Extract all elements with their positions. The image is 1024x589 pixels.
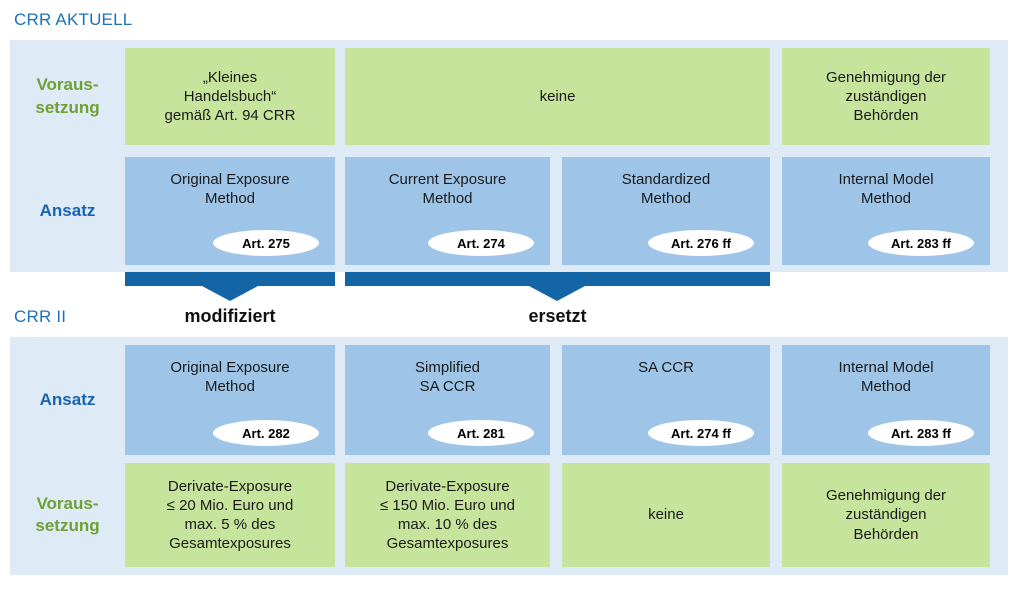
top-voraussetzung-approval: Genehmigung der zuständigen Behörden bbox=[782, 48, 990, 145]
box-text: Standardized Method bbox=[621, 171, 711, 208]
crr-ii-title: CRR II bbox=[14, 307, 67, 326]
top-ansatz-original-exposure-method: Original Exposure Method Art. 275 bbox=[125, 157, 335, 265]
box-text: „Kleines Handelsbuch“ gemäß Art. 94 CRR bbox=[164, 68, 296, 125]
article-badge: Art. 274 ff bbox=[648, 420, 754, 446]
bottom-voraussetzung-derivative-150: Derivate-Exposure ≤ 150 Mio. Euro und ma… bbox=[345, 463, 550, 567]
box-text: Original Exposure Method bbox=[170, 171, 290, 208]
box-text: Derivate-Exposure ≤ 150 Mio. Euro und ma… bbox=[380, 477, 515, 553]
crr-aktuell-panel: Voraus- setzung „Kleines Handelsbuch“ ge… bbox=[10, 40, 1008, 272]
crr-ii-panel: Ansatz Original Exposure Method Art. 282… bbox=[10, 337, 1008, 575]
arrow-down-icon bbox=[202, 286, 258, 301]
top-voraussetzung-none: keine bbox=[345, 48, 770, 145]
article-badge: Art. 283 ff bbox=[868, 230, 974, 256]
bottom-ansatz-original-exposure-method: Original Exposure Method Art. 282 bbox=[125, 345, 335, 455]
bottom-ansatz-label: Ansatz bbox=[39, 389, 96, 409]
box-text: Internal Model Method bbox=[838, 171, 934, 208]
replaced-label: ersetzt bbox=[528, 306, 587, 326]
article-badge: Art. 281 bbox=[428, 420, 534, 446]
crr-aktuell-title: CRR AKTUELL bbox=[14, 10, 133, 29]
top-ansatz-internal-model-method: Internal Model Method Art. 283 ff bbox=[782, 157, 990, 265]
box-text: Original Exposure Method bbox=[170, 359, 290, 396]
article-badge: Art. 276 ff bbox=[648, 230, 754, 256]
top-ansatz-current-exposure-method: Current Exposure Method Art. 274 bbox=[345, 157, 550, 265]
top-ansatz-label: Ansatz bbox=[39, 200, 96, 220]
box-text: Simplified SA CCR bbox=[414, 359, 481, 396]
arrow-down-icon bbox=[529, 286, 585, 301]
box-text: Current Exposure Method bbox=[388, 171, 507, 208]
box-text: Genehmigung der zuständigen Behörden bbox=[825, 487, 947, 543]
article-badge: Art. 275 bbox=[213, 230, 319, 256]
box-text: Internal Model Method bbox=[838, 359, 934, 396]
box-text: keine bbox=[539, 87, 576, 105]
article-badge: Art. 283 ff bbox=[868, 420, 974, 446]
modified-flow-bar bbox=[125, 272, 335, 286]
bottom-voraussetzung-derivative-20: Derivate-Exposure ≤ 20 Mio. Euro und max… bbox=[125, 463, 335, 567]
bottom-voraussetzung-label: Voraus- setzung bbox=[35, 493, 100, 535]
box-text: Derivate-Exposure ≤ 20 Mio. Euro und max… bbox=[166, 477, 294, 553]
bottom-voraussetzung-none: keine bbox=[562, 463, 770, 567]
bottom-ansatz-sa-ccr: SA CCR Art. 274 ff bbox=[562, 345, 770, 455]
bottom-ansatz-internal-model-method: Internal Model Method Art. 283 ff bbox=[782, 345, 990, 455]
top-voraussetzung-small-trading-book: „Kleines Handelsbuch“ gemäß Art. 94 CRR bbox=[125, 48, 335, 145]
article-badge: Art. 274 bbox=[428, 230, 534, 256]
top-ansatz-standardized-method: Standardized Method Art. 276 ff bbox=[562, 157, 770, 265]
box-text: keine bbox=[648, 506, 684, 524]
top-voraussetzung-label: Voraus- setzung bbox=[35, 75, 100, 117]
replaced-flow-bar bbox=[345, 272, 770, 286]
article-badge: Art. 282 bbox=[213, 420, 319, 446]
bottom-voraussetzung-approval: Genehmigung der zuständigen Behörden bbox=[782, 463, 990, 567]
box-text: Genehmigung der zuständigen Behörden bbox=[825, 68, 947, 125]
box-text: SA CCR bbox=[638, 359, 694, 376]
bottom-ansatz-simplified-sa-ccr: Simplified SA CCR Art. 281 bbox=[345, 345, 550, 455]
modified-label: modifiziert bbox=[184, 306, 276, 326]
